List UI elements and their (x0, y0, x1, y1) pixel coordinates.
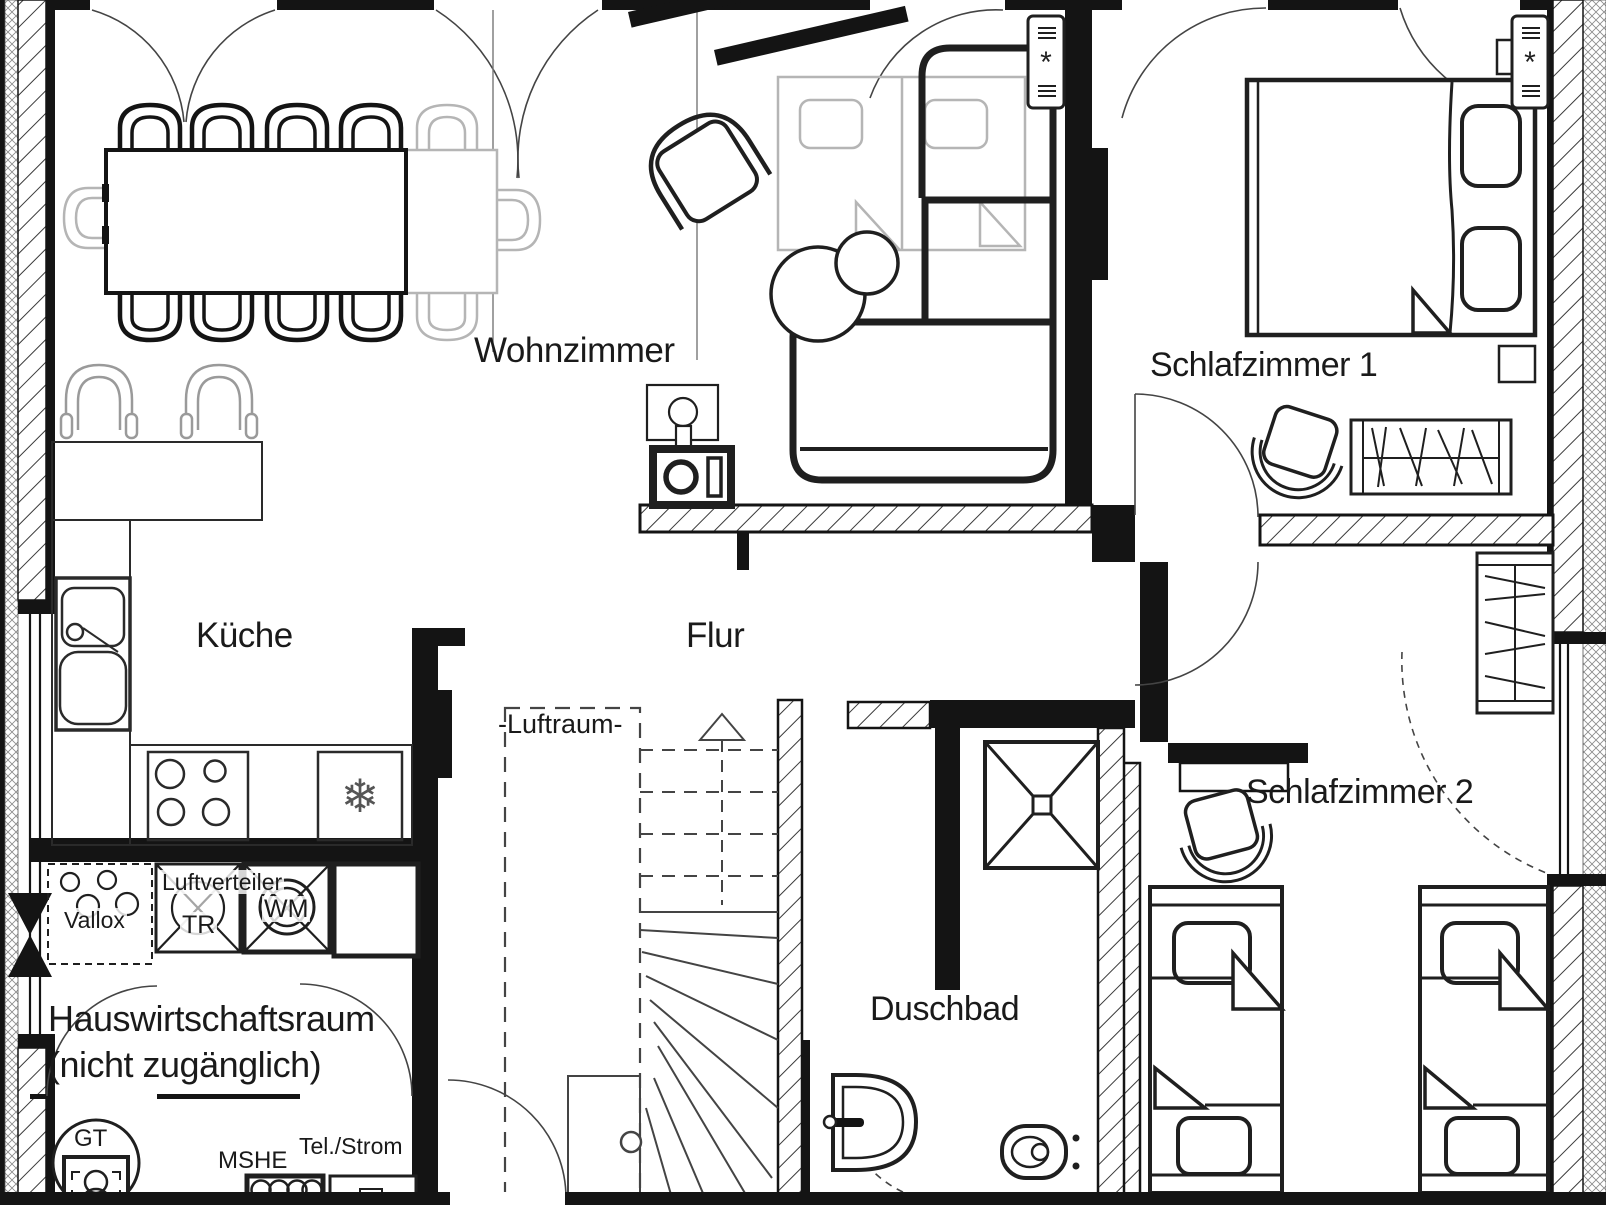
chimney-icon (8, 893, 52, 977)
appliance-box (331, 861, 421, 959)
svg-text:❄: ❄ (341, 770, 380, 822)
chair (1250, 404, 1344, 500)
dining-chairs (117, 102, 404, 343)
svg-text:*: * (1040, 46, 1052, 79)
radiator-icon: * (1510, 14, 1550, 110)
wardrobe (1475, 551, 1555, 715)
chair-ghost-left (62, 186, 107, 250)
toilet-icon (1000, 1124, 1080, 1180)
ventilation-unit-vallox (47, 863, 153, 965)
washbasin-icon (822, 1073, 919, 1172)
dining-area (59, 102, 542, 440)
equipment-label-wm: WM (262, 895, 311, 923)
wardrobe (1349, 418, 1513, 496)
wall-niche (1092, 148, 1108, 280)
luftraum-outline (503, 706, 642, 1205)
counter-top (51, 441, 263, 521)
sofa-bed-ghost (776, 75, 1027, 252)
wood-stove (645, 383, 735, 509)
kitchen-sink (54, 576, 132, 732)
dining-table (104, 148, 408, 295)
equipment-label-mshe: MSHE (216, 1147, 290, 1174)
shower (983, 740, 1100, 870)
counter-bottom (129, 744, 413, 846)
bedroom-1: * (1244, 14, 1550, 500)
room-label-schlafzimmer-1: Schlafzimmer 1 (1150, 346, 1378, 384)
extra-chairs-gray (59, 363, 259, 440)
freezer-icon: ❄ (316, 750, 404, 842)
radiator-icon: * (1026, 14, 1066, 110)
room-label-kueche: Küche (196, 616, 293, 655)
staircase (503, 706, 779, 1205)
equipment-label-tel-strom: Tel./Strom (297, 1133, 405, 1159)
room-label-hauswirtschaftsraum-note: (nicht zugänglich) (48, 1044, 322, 1085)
room-label-wohnzimmer: Wohnzimmer (474, 331, 675, 370)
chair (1179, 788, 1274, 884)
table-extension-ghost (404, 103, 542, 342)
radiator-kitchen-icon (436, 690, 452, 778)
balcony-door-right (1558, 644, 1570, 874)
equipment-label-gt: GT (74, 1125, 108, 1152)
interior-walls (8, 0, 1555, 1205)
bottom-wall (0, 1192, 1606, 1205)
living-room: * (645, 14, 1066, 509)
equipment-label-luftverteiler: Luftverteiler (160, 869, 285, 895)
single-bed (1418, 885, 1552, 1195)
side-tables (769, 230, 900, 343)
room-label-flur: Flur (686, 616, 745, 655)
room-label-hauswirtschaftsraum: Hauswirtschaftsraum (48, 998, 375, 1039)
nightstand (1497, 344, 1537, 384)
cooktop-icon (146, 750, 250, 842)
shower-bath (822, 740, 1100, 1180)
armchair (648, 112, 773, 231)
newel-post (619, 1130, 643, 1154)
room-label-schlafzimmer-2: Schlafzimmer 2 (1246, 773, 1474, 811)
open-door-leaves (628, 0, 909, 66)
sliding-door (1168, 743, 1308, 793)
counter-left (51, 519, 131, 846)
area-label-luftraum: -Luftraum- (498, 709, 623, 739)
room-label-duschbad: Duschbad (870, 990, 1020, 1028)
bedroom-2 (1148, 551, 1555, 1195)
svg-text:*: * (1524, 46, 1536, 79)
equipment-label-tr: TR (180, 911, 218, 939)
single-bed (1148, 885, 1286, 1195)
equipment-label-vallox: Vallox (62, 907, 127, 933)
up-arrow-icon (697, 712, 747, 741)
double-bed (1244, 77, 1538, 338)
kitchen: ❄ (51, 441, 413, 846)
